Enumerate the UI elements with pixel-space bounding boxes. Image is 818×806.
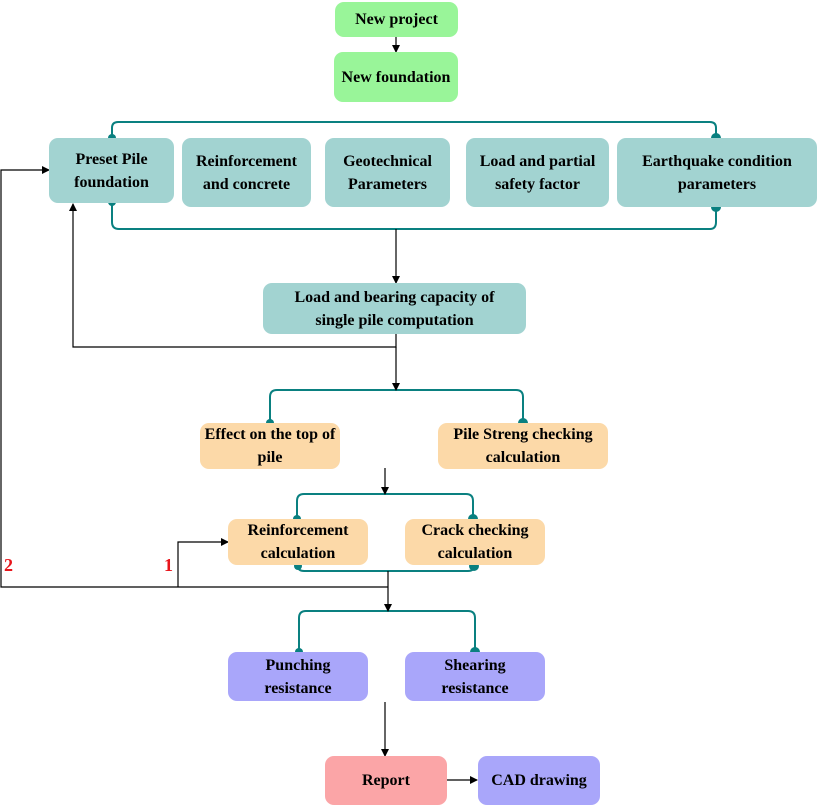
crack-checking-node: Crack checking calculation — [405, 519, 545, 565]
bracket-dots — [108, 133, 721, 657]
input-group-top-bracket — [111, 121, 717, 138]
reinforcement-calculation-node: Reinforcement calculation — [228, 519, 368, 565]
load-bearing-capacity-node: Load and bearing capacity of single pile… — [263, 283, 526, 334]
punching-resistance-node: Punching resistance — [228, 652, 368, 701]
feedback-path-2 — [0, 166, 388, 588]
earthquake-parameters-node: Earthquake condition parameters — [617, 138, 817, 207]
geotechnical-parameters-node: Geotechnical Parameters — [325, 138, 450, 207]
feedback-to-preset-pile — [69, 203, 397, 348]
input-group-bottom-bracket — [111, 202, 717, 230]
preset-pile-foundation-node: Preset Pile foundation — [49, 138, 174, 203]
load-partial-safety-node: Load and partial safety factor — [466, 138, 609, 207]
flow-arrows — [0, 37, 478, 784]
resistance-bracket — [298, 610, 476, 652]
new-project-node: New project — [335, 2, 458, 37]
feedback-path-1 — [177, 538, 229, 587]
cad-drawing-node: CAD drawing — [478, 756, 600, 805]
branch-label-2: 2 — [4, 555, 13, 575]
reinforcement-crack-bottom-bracket — [297, 565, 475, 572]
pile-streng-checking-node: Pile Streng checking calculation — [438, 423, 608, 469]
report-node: Report — [325, 756, 447, 805]
new-foundation-node: New foundation — [334, 52, 458, 102]
shearing-resistance-node: Shearing resistance — [405, 652, 545, 701]
effect-top-of-pile-node: Effect on the top of pile — [200, 423, 340, 469]
branch-label-1: 1 — [164, 555, 173, 575]
pile-check-bracket — [269, 389, 524, 423]
reinforcement-crack-top-bracket — [296, 493, 474, 519]
reinforcement-concrete-node: Reinforcement and concrete — [182, 138, 311, 207]
